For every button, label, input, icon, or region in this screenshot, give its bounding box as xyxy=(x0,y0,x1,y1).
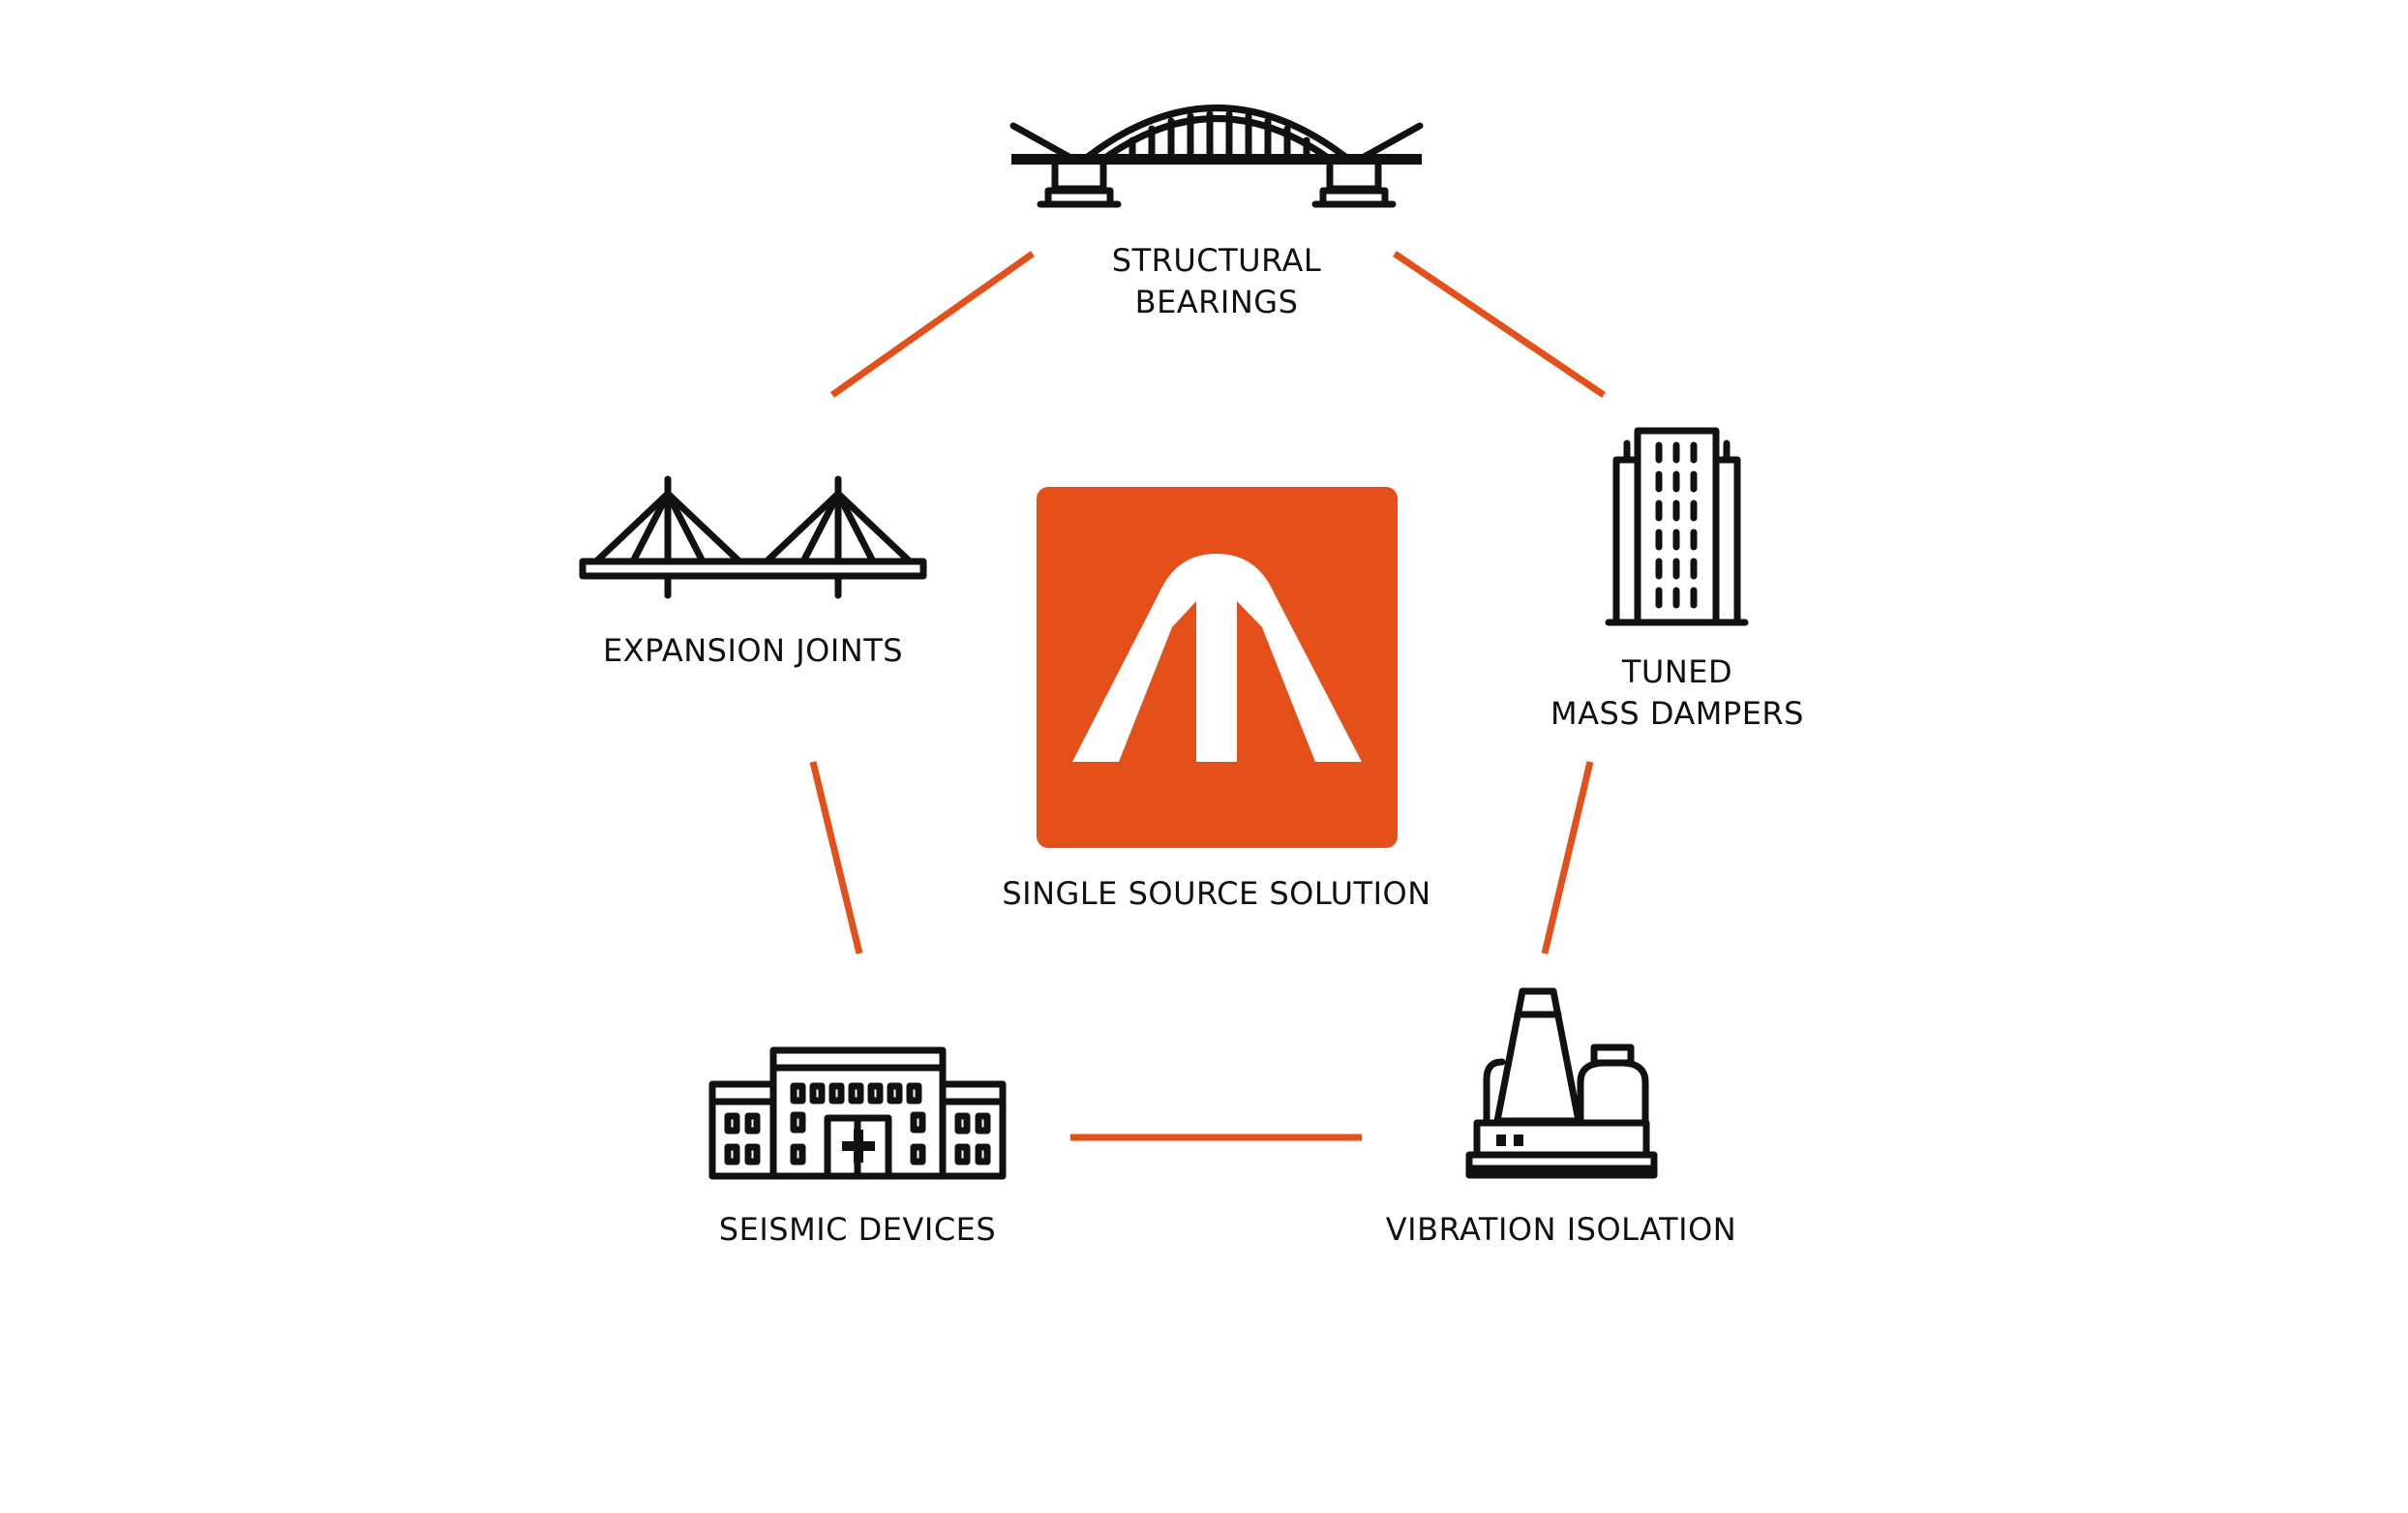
label-line: VIBRATION ISOLATION xyxy=(1385,1211,1737,1248)
label-line: EXPANSION JOINTS xyxy=(602,632,904,669)
connector-lines xyxy=(809,251,1606,1141)
label-line: STRUCTURAL xyxy=(1111,242,1322,279)
arch-logo-icon xyxy=(1037,487,1398,848)
label-vibration-isolation: VIBRATION ISOLATION xyxy=(1319,1209,1803,1251)
label-line: BEARINGS xyxy=(1134,284,1299,320)
label-line: SEISMIC DEVICES xyxy=(718,1211,997,1248)
label-seismic-devices: SEISMIC DEVICES xyxy=(664,1209,1051,1251)
label-structural-bearings: STRUCTURAL BEARINGS xyxy=(1023,240,1410,323)
label-line: MASS DAMPERS xyxy=(1550,695,1804,732)
cable-stayed-bridge-icon xyxy=(579,475,927,599)
connector-dampers-vibration xyxy=(1541,761,1594,954)
arch-bridge-icon xyxy=(1009,105,1424,208)
connector-expansion-bearings xyxy=(829,251,1036,398)
factory-icon xyxy=(1465,987,1658,1179)
label-single-source-solution: SINGLE SOURCE SOLUTION xyxy=(975,873,1459,915)
skyscraper-icon xyxy=(1605,427,1749,626)
connector-seismic-expansion xyxy=(809,761,863,954)
label-line: TUNED xyxy=(1621,653,1733,690)
label-line: SINGLE SOURCE SOLUTION xyxy=(1002,875,1431,912)
label-expansion-joints: EXPANSION JOINTS xyxy=(559,630,947,672)
label-tuned-mass-dampers: TUNED MASS DAMPERS xyxy=(1484,651,1871,735)
hospital-icon xyxy=(708,1046,1007,1180)
connector-bearings-dampers xyxy=(1393,251,1606,398)
